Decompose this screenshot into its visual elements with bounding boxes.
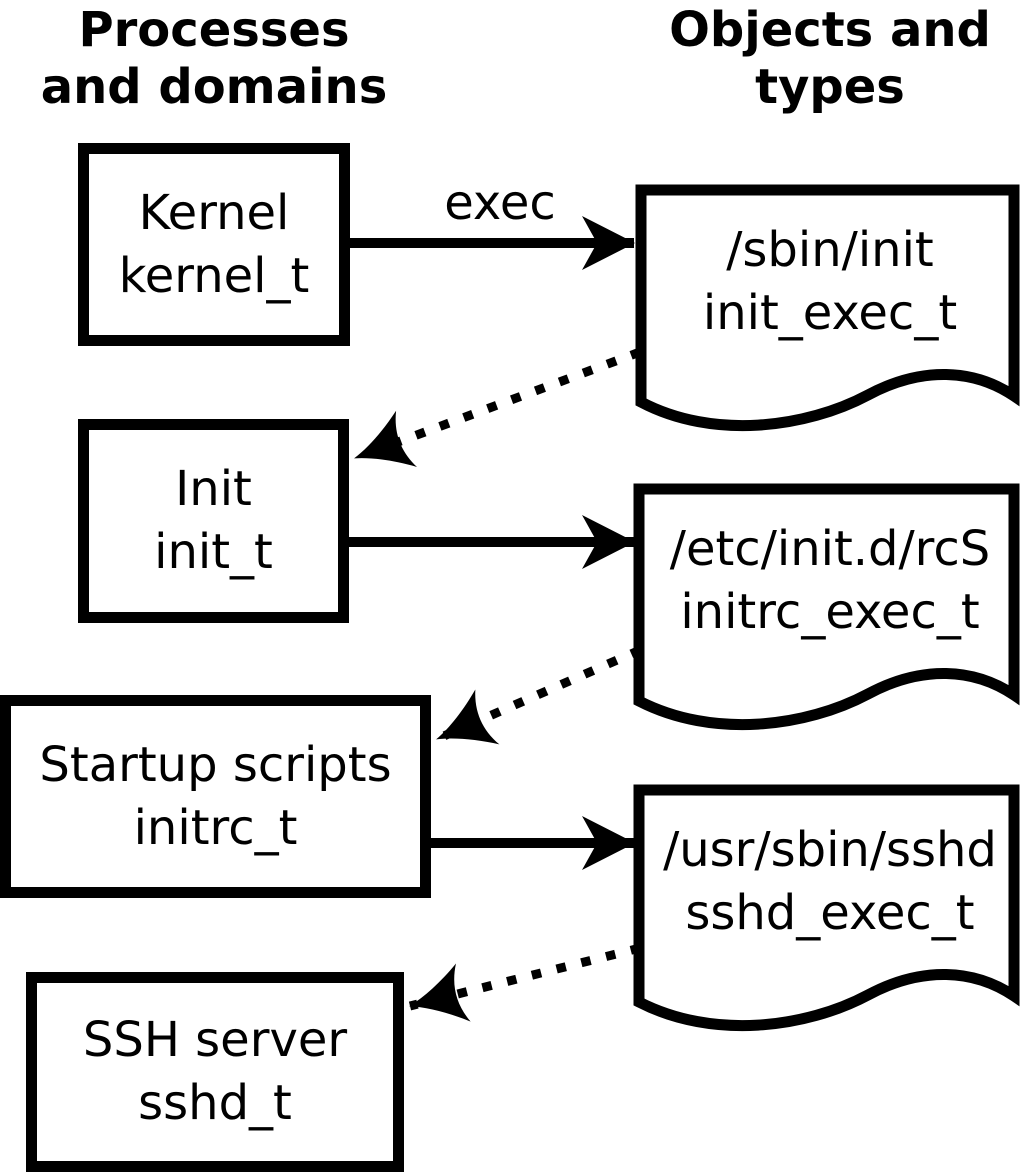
process-box-kernel: Kernel kernel_t: [78, 143, 350, 346]
transition-arrow-rcs-to-initrc-t: [435, 645, 642, 745]
object-label-etc-initd-rcs: /etc/init.d/rcS initrc_exec_t: [646, 495, 1014, 667]
process-box-init: Init init_t: [78, 419, 349, 623]
document-shape-sbin-init: [635, 184, 1020, 432]
transition-arrow-sshd-to-sshd-t: [408, 943, 642, 1022]
process-name: SSH server: [82, 1012, 348, 1068]
object-path: /usr/sbin/sshd: [663, 822, 997, 878]
process-name: Kernel: [138, 184, 290, 241]
document-shape-usr-sbin-sshd: [633, 784, 1020, 1032]
process-domain-type: kernel_t: [118, 247, 310, 304]
exec-arrow-label: exec: [444, 175, 556, 231]
process-domain-type: init_t: [154, 524, 273, 580]
object-path: /etc/init.d/rcS: [669, 521, 991, 577]
process-domain-type: initrc_t: [133, 799, 298, 856]
object-type: sshd_exec_t: [685, 885, 975, 941]
object-type: initrc_exec_t: [680, 584, 980, 640]
process-domain-type: sshd_t: [138, 1075, 292, 1131]
column-heading-objects: Objects and types: [669, 2, 991, 115]
process-box-startup-scripts: Startup scripts initrc_t: [0, 695, 431, 898]
process-name: Init: [175, 461, 252, 517]
object-path: /sbin/init: [726, 222, 934, 278]
transition-arrow-sbin-init-to-init-t: [353, 347, 642, 467]
process-box-ssh-server: SSH server sshd_t: [26, 972, 404, 1172]
object-label-usr-sbin-sshd: /usr/sbin/sshd sshd_exec_t: [646, 796, 1014, 968]
process-name: Startup scripts: [39, 736, 392, 793]
column-heading-processes: Processes and domains: [40, 2, 388, 115]
document-shape-etc-initd-rcs: [633, 483, 1020, 731]
object-type: init_exec_t: [702, 285, 958, 341]
object-label-sbin-init: /sbin/init init_exec_t: [646, 196, 1014, 368]
